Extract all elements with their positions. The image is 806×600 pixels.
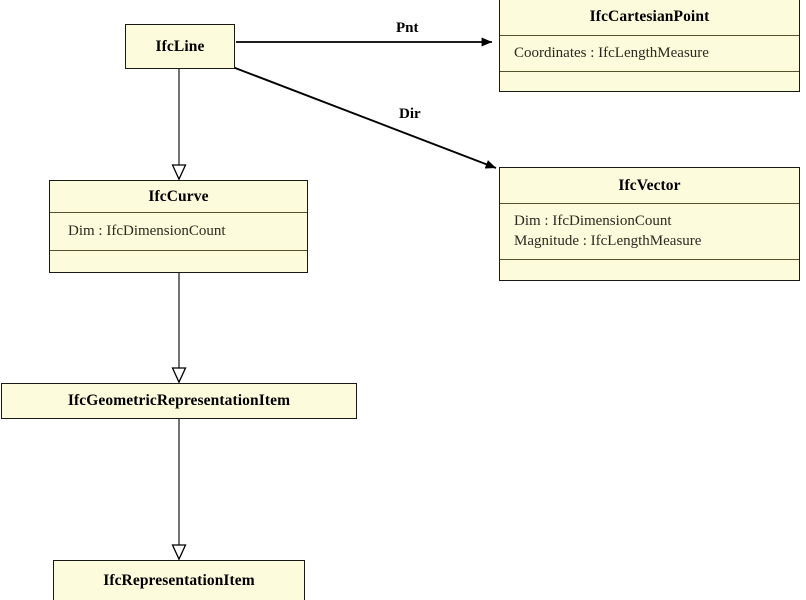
class-attributes-compartment: Dim : IfcDimensionCount Magnitude : IfcL… — [500, 203, 799, 259]
class-title-compartment: IfcLine — [126, 25, 234, 68]
class-name-ifccartesianpoint: IfcCartesianPoint — [589, 8, 710, 25]
class-title-compartment: IfcGeometricRepresentationItem — [2, 384, 356, 418]
class-name-ifccurve: IfcCurve — [148, 187, 209, 205]
class-name-ifcgeometricrepresentationitem: IfcGeometricRepresentationItem — [67, 392, 291, 409]
class-operations-compartment — [50, 250, 307, 272]
class-operations-compartment — [500, 71, 799, 91]
association-label-dir: Dir — [399, 106, 421, 122]
class-title-compartment: IfcCurve — [50, 181, 307, 212]
class-operations-compartment — [500, 259, 799, 280]
class-box-ifcgeometricrepresentationitem[interactable]: IfcGeometricRepresentationItem — [1, 383, 357, 419]
generalization-edge-geomitem-repitem — [171, 419, 187, 561]
class-name-ifcline: IfcLine — [155, 37, 205, 55]
class-attributes-compartment: Coordinates : IfcLengthMeasure — [500, 35, 799, 71]
generalization-edge-curve-geomitem — [171, 273, 187, 384]
attribute-row: Dim : IfcDimensionCount — [68, 222, 226, 239]
class-box-ifcrepresentationitem[interactable]: IfcRepresentationItem — [53, 560, 305, 600]
class-name-ifcrepresentationitem: IfcRepresentationItem — [103, 572, 255, 589]
attribute-row: Coordinates : IfcLengthMeasure — [514, 44, 709, 61]
class-box-ifccartesianpoint[interactable]: IfcCartesianPoint Coordinates : IfcLengt… — [499, 0, 800, 92]
generalization-edge-line-curve — [171, 69, 187, 181]
class-title-compartment: IfcCartesianPoint — [500, 0, 799, 35]
class-box-ifcline[interactable]: IfcLine — [125, 24, 235, 69]
association-edge-dir — [229, 65, 497, 169]
class-box-ifcvector[interactable]: IfcVector Dim : IfcDimensionCount Magnit… — [499, 167, 800, 281]
attribute-row: Dim : IfcDimensionCount — [514, 213, 672, 230]
attribute-row: Magnitude : IfcLengthMeasure — [514, 232, 702, 249]
class-box-ifccurve[interactable]: IfcCurve Dim : IfcDimensionCount — [49, 180, 308, 273]
class-title-compartment: IfcVector — [500, 168, 799, 203]
class-title-compartment: IfcRepresentationItem — [54, 561, 304, 600]
class-attributes-compartment: Dim : IfcDimensionCount — [50, 212, 307, 250]
association-label-pnt: Pnt — [396, 20, 419, 36]
class-name-ifcvector: IfcVector — [618, 176, 681, 194]
